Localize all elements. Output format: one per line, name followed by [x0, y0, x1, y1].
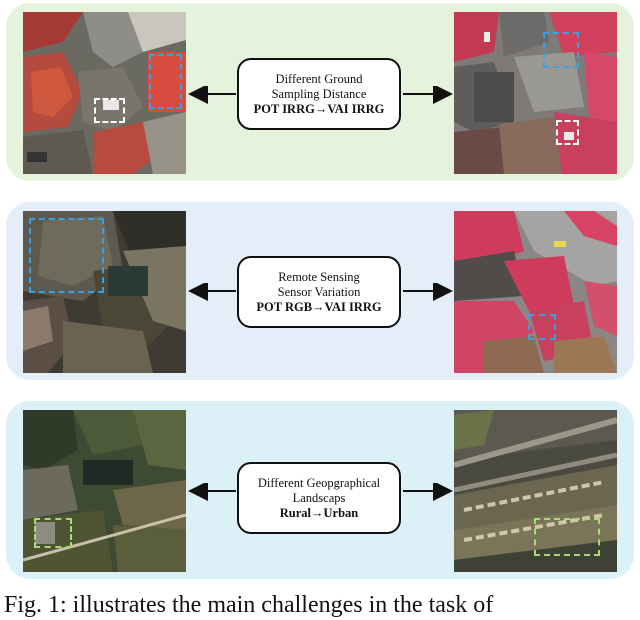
challenge-box-gsd: Different Ground Sampling Distance POT I…: [237, 58, 401, 130]
figure-caption: Fig. 1: illustrates the main challenges …: [4, 592, 494, 618]
highlight-box-blue: [528, 314, 556, 340]
double-arrow: [188, 483, 453, 501]
highlight-box-blue: [149, 54, 182, 109]
challenge-title-line2: Sampling Distance: [271, 86, 367, 101]
double-arrow: [188, 86, 453, 104]
highlight-box-green: [534, 518, 600, 556]
challenge-box-landscape: Different Geopgraphical Landscaps Rural→…: [237, 462, 401, 534]
challenge-title-line1: Remote Sensing: [278, 269, 360, 284]
aerial-image-rural: [23, 410, 186, 572]
challenge-transfer: POT RGB→VAI IRRG: [256, 299, 382, 314]
challenge-title-line2: Landscaps: [292, 490, 346, 505]
highlight-box-green: [34, 518, 72, 548]
highlight-box-white: [94, 98, 125, 123]
challenge-transfer: POT IRRG→VAI IRRG: [253, 101, 385, 116]
aerial-image-vai-irrg-2: [454, 211, 617, 373]
highlight-box-blue: [543, 32, 579, 68]
double-arrow: [188, 283, 453, 301]
challenge-transfer: Rural→Urban: [279, 505, 359, 520]
highlight-box-blue: [29, 218, 104, 293]
challenge-box-sensor: Remote Sensing Sensor Variation POT RGB→…: [237, 256, 401, 328]
highlight-box-white: [556, 120, 579, 145]
aerial-image-pot-rgb: [23, 211, 186, 373]
challenge-title-line1: Different Geopgraphical: [257, 475, 381, 490]
aerial-image-pot-irrg: [23, 12, 186, 174]
challenge-title-line1: Different Ground: [275, 71, 363, 86]
challenge-title-line2: Sensor Variation: [277, 284, 361, 299]
